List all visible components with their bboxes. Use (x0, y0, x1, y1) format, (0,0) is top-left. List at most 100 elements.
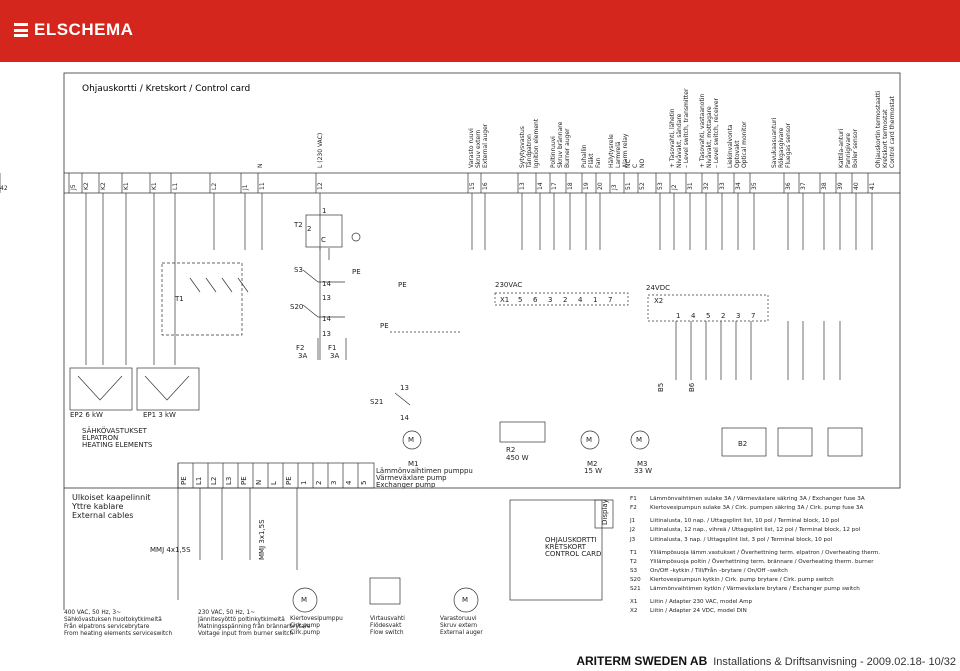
heating-elements-label: HEATING ELEMENTS (82, 441, 153, 449)
terminal-42: 42 (0, 185, 8, 192)
m3-label: M3 (637, 460, 648, 468)
b6-label: B6 (688, 382, 696, 392)
footer-brand: ARITERM SWEDEN AB (576, 654, 708, 668)
legend-code: S21 (630, 586, 641, 592)
top-label-line: External auger (482, 123, 489, 168)
terminal-12: 12 (317, 182, 324, 190)
lower-terminal: N (255, 480, 263, 485)
terminal-17: 17 (551, 182, 558, 190)
terminal-15: 15 (469, 182, 476, 190)
top-label-line: Boiler sensor (852, 128, 859, 168)
x2-pin: 7 (751, 312, 755, 320)
x1-pin: 7 (608, 296, 612, 304)
flow-switch-box (369, 577, 401, 605)
terminal-20: 20 (597, 182, 604, 190)
terminal-51: 51 (625, 182, 632, 190)
lower-terminal: L2 (210, 477, 218, 485)
pin: 14 (322, 280, 331, 288)
terminal-14: 14 (537, 182, 544, 190)
top-label-line: Nivåvakt, sändare (676, 113, 683, 168)
top-label-line: L (230 VAC) (317, 133, 324, 168)
t2-pin: C (321, 236, 326, 244)
auger-m: M (462, 596, 468, 604)
bottom-block-line: 230 VAC, 50 Hz, 1~ (198, 610, 255, 616)
terminal-35: 35 (751, 182, 758, 190)
circ-pump-m: M (301, 596, 307, 604)
top-label-line: Alarm relay (622, 133, 629, 168)
lower-terminal: L (270, 481, 278, 485)
heating-element-box (69, 367, 133, 411)
heating-coil (77, 375, 123, 401)
r2-rating: 450 W (506, 454, 529, 462)
top-label-line: Skruv brännare (557, 121, 564, 168)
bottom-block-line: Cirk.pump (290, 630, 320, 636)
auger-motor-icon (453, 587, 479, 613)
top-label-line: Larmrelä (615, 141, 622, 168)
terminal-L1: L1 (172, 183, 179, 190)
top-label-line: Fan (595, 157, 602, 168)
control-card-label: OHJAUSKORTTI (545, 536, 597, 544)
top-label-line: Skruv extern (475, 129, 482, 168)
v230-label: 230VAC (495, 281, 522, 289)
bottom-block-line: Skruv extern (440, 623, 477, 629)
sensor-box (827, 427, 863, 457)
s20-label: S20 (290, 303, 303, 311)
bottom-block-line: Sähkövastuksen huoltokytkimeltä (64, 617, 162, 623)
pe-bus-label: PE (380, 322, 389, 330)
terminal-33: 33 (719, 182, 726, 190)
terminal-52: 52 (639, 182, 646, 190)
x2-pin: 1 (676, 312, 680, 320)
terminal-16: 16 (482, 182, 489, 190)
diagram-title: Ohjauskortti / Kretskort / Control card (82, 84, 250, 94)
control-card-label: KRETSKORT (545, 543, 587, 551)
diagram-frame (63, 72, 901, 489)
m1-desc: Exchanger pump (376, 481, 436, 489)
top-label-line: Kretskort termostat (882, 109, 889, 168)
terminal-J5: J5 (70, 184, 77, 191)
top-label-line: Liekinvalvonta (727, 124, 734, 168)
x1-pin: 4 (578, 296, 583, 304)
bottom-block-line: Voltage input from burner switch (198, 631, 294, 637)
top-label-line: Kattila-anturi (838, 129, 845, 168)
ep1-label: EP1 3 kW (143, 411, 176, 419)
legend-code: F2 (630, 505, 637, 511)
top-label-line: – Level switch, transmitter (683, 88, 690, 168)
logo-mark-icon (14, 23, 28, 37)
lower-terminal: L3 (225, 477, 233, 485)
lower-terminal: L1 (195, 477, 203, 485)
s21-label: S21 (370, 398, 383, 406)
s3-label: S3 (294, 266, 303, 274)
top-label-line: Varasto ruuvi (468, 128, 475, 168)
top-label-line: Optical monitor (741, 121, 748, 168)
cable-mmj2: MMJ 3x1,5S (258, 519, 266, 560)
bottom-block-line: External auger (440, 630, 483, 636)
terminal-K2: K2 (83, 182, 90, 190)
top-label-line: Ignition element (533, 118, 540, 168)
legend-code: J3 (629, 537, 636, 543)
legend-code: T2 (629, 559, 637, 565)
lower-terminal: 1 (300, 481, 308, 485)
wire (302, 304, 319, 318)
f2-label: F2 (296, 344, 304, 352)
top-label-line: Tändpatron (526, 134, 533, 169)
top-label-line: N (257, 164, 264, 169)
terminal-J3: J3 (611, 184, 618, 191)
terminal-K2: K2 (100, 182, 107, 190)
external-cables-label: Yttre kablare (71, 502, 123, 511)
terminal-37: 37 (800, 182, 807, 190)
ep2-label: EP2 6 kW (70, 411, 103, 419)
top-label-line: Optovakt (734, 140, 741, 168)
lower-terminal: PE (240, 476, 248, 485)
top-label-line: Hälytysrele (608, 134, 615, 168)
m1-desc: Värmeväxlare pump (376, 474, 447, 482)
legend-code: X1 (630, 599, 638, 605)
lower-terminal: 5 (360, 481, 368, 485)
x2-label: X2 (654, 297, 663, 305)
top-label-line: Nivåvakt, mottagare (706, 106, 713, 168)
heating-coil (144, 375, 190, 401)
terminal-K1: K1 (151, 182, 158, 190)
legend-code: T1 (629, 550, 637, 556)
bottom-block-line: Kiertovesipumppu (290, 616, 343, 622)
terminal-38: 38 (821, 182, 828, 190)
